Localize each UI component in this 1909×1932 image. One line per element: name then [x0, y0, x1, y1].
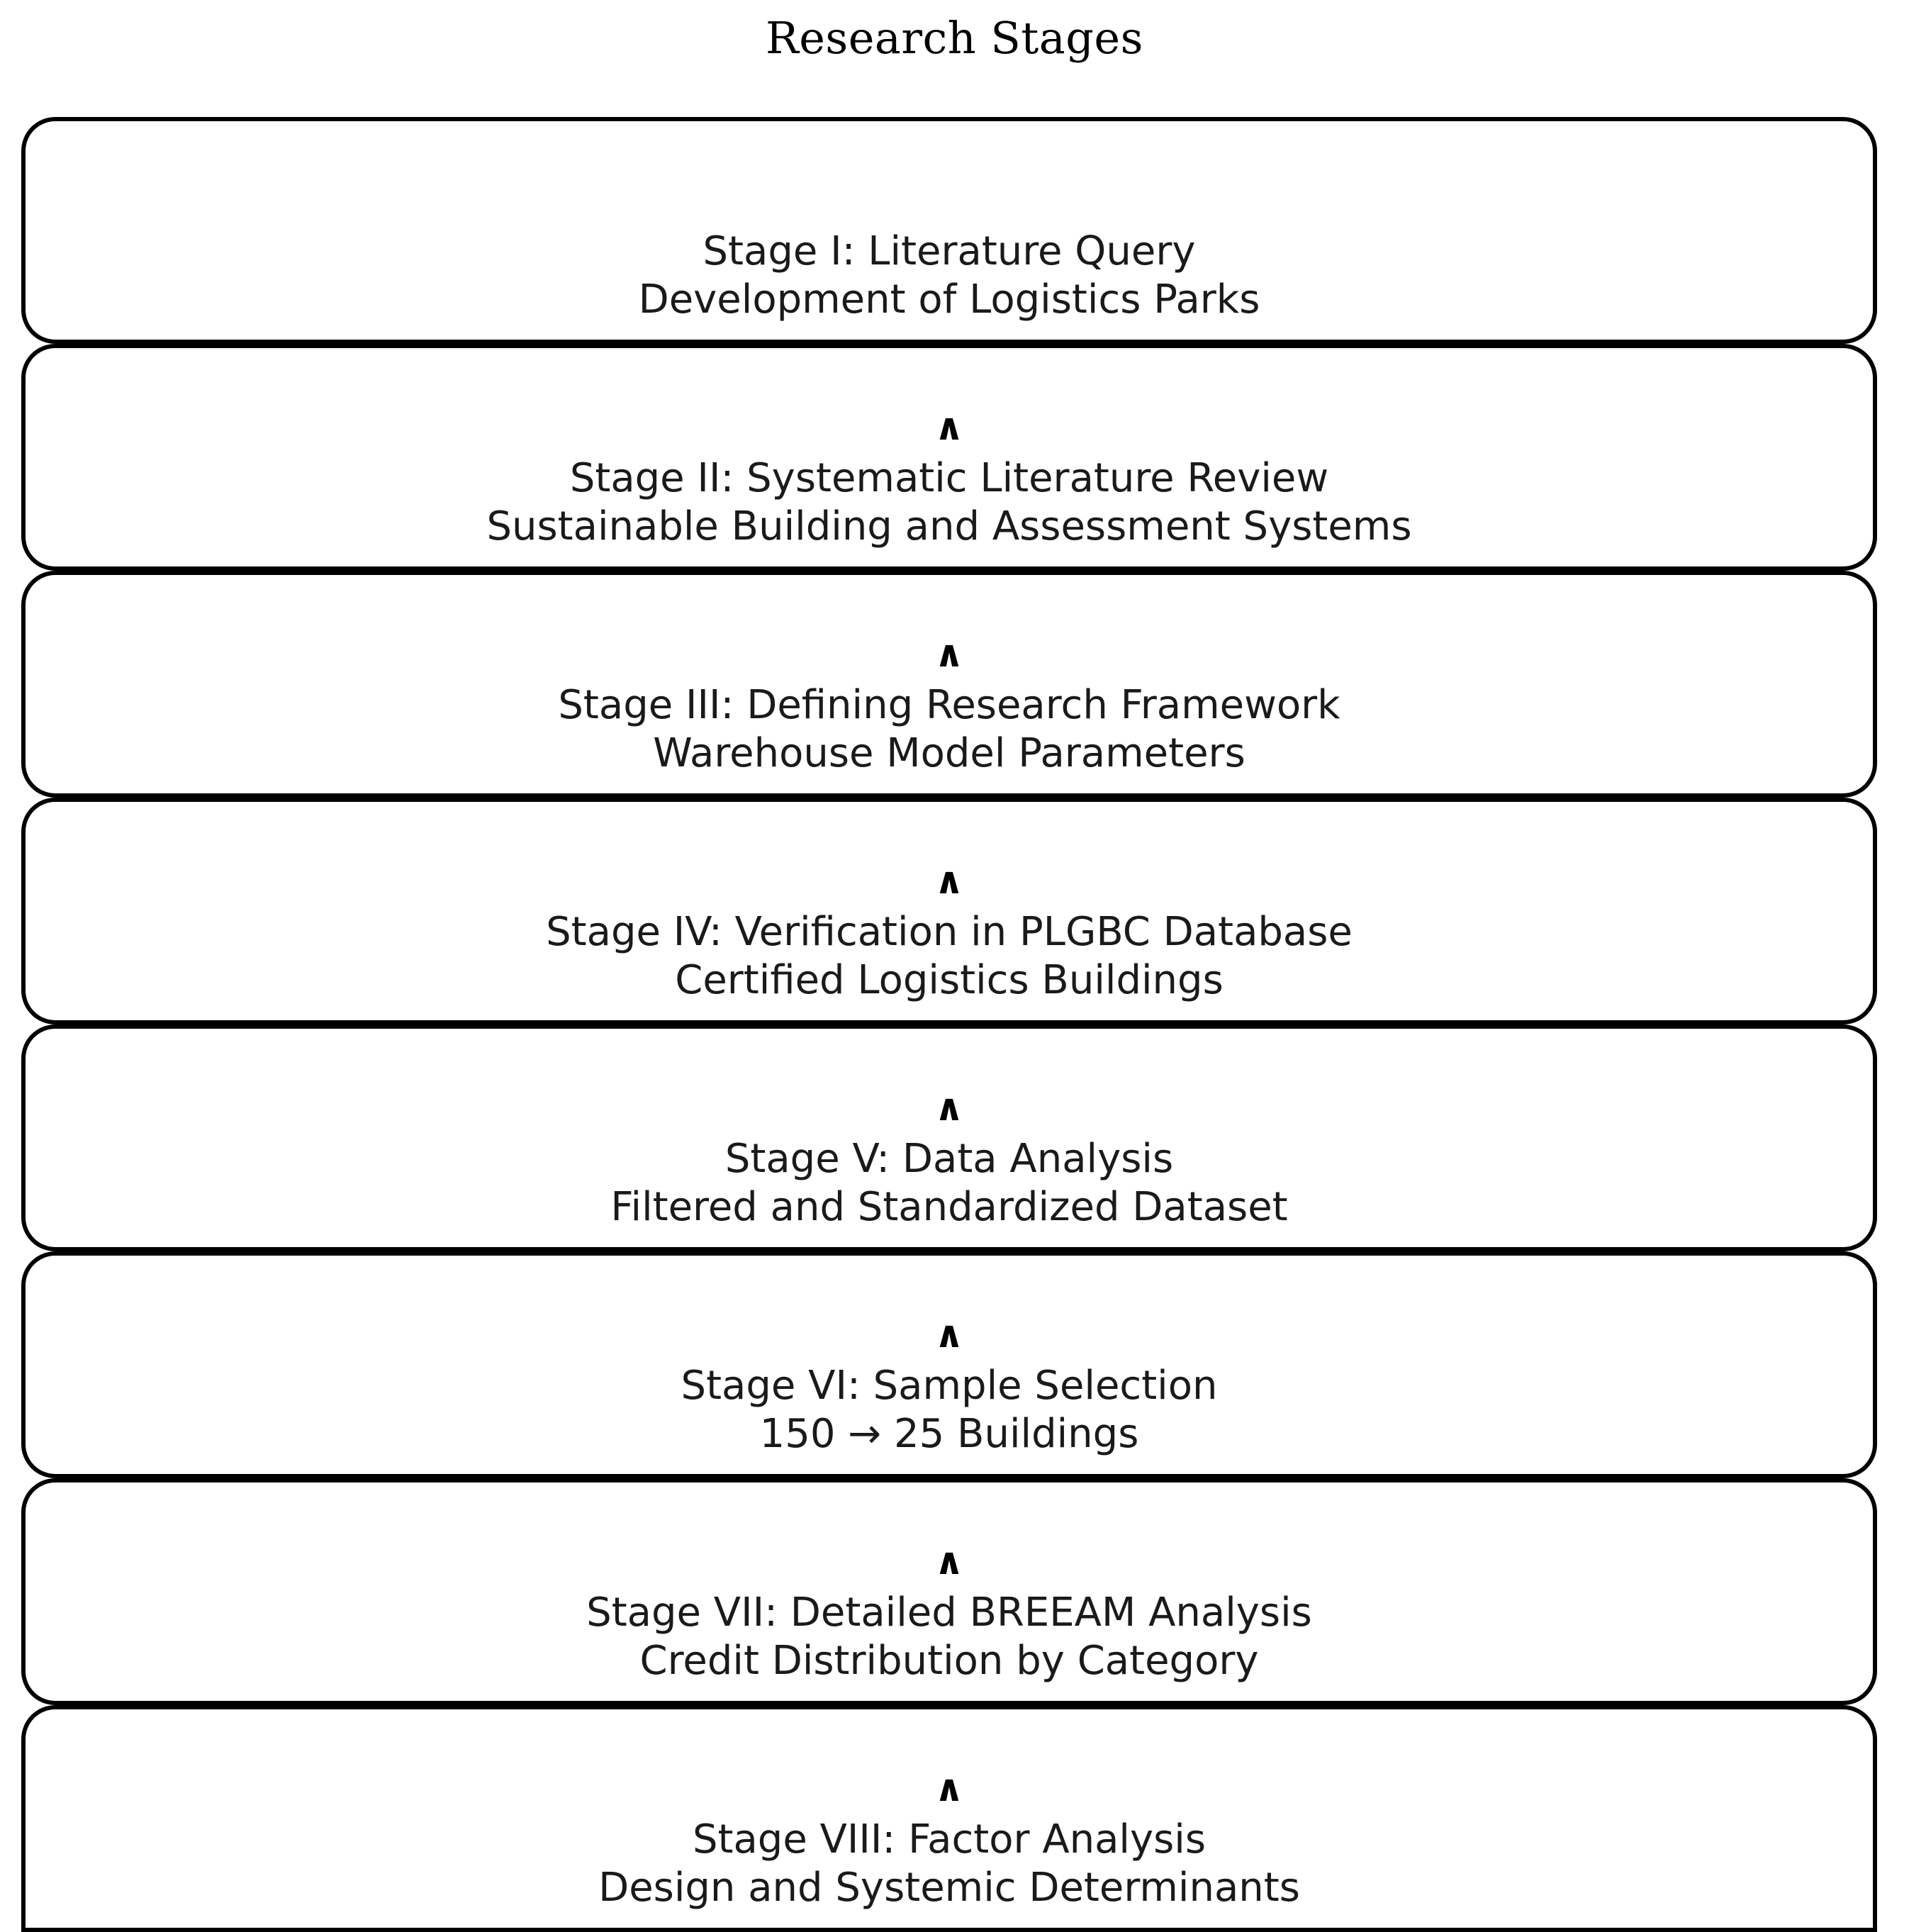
- stage-subtext-2: Sustainable Building and Assessment Syst…: [486, 503, 1412, 549]
- stage-heading-7: Stage VII: Detailed BREEAM Analysis: [586, 1590, 1312, 1636]
- stage-subtext-7: Credit Distribution by Category: [639, 1638, 1259, 1684]
- chevron-up-icon: ∧: [934, 406, 965, 449]
- stage-subtext-3: Warehouse Model Parameters: [653, 730, 1245, 776]
- stage-subtext-6: 150 → 25 Buildings: [759, 1411, 1139, 1457]
- stage-heading-2: Stage II: Systematic Literature Review: [569, 455, 1329, 501]
- stage-heading-4: Stage IV: Verification in PLGBC Database: [546, 909, 1353, 955]
- stage-heading-1: Stage I: Literature Query: [702, 228, 1196, 274]
- stage-box-4[interactable]: ∧ Stage IV: Verification in PLGBC Databas…: [21, 798, 1877, 1024]
- page-title: Research Stages: [766, 12, 1143, 64]
- chevron-up-icon: ∧: [934, 1768, 965, 1810]
- stage-subtext-5: Filtered and Standardized Dataset: [610, 1184, 1288, 1230]
- stage-heading-6: Stage VI: Sample Selection: [681, 1363, 1218, 1409]
- stage-heading-8: Stage VIII: Factor Analysis: [692, 1816, 1207, 1863]
- stage-heading-5: Stage V: Data Analysis: [724, 1136, 1174, 1182]
- stage-subtext-8: Design and Systemic Determinants: [598, 1865, 1300, 1911]
- chevron-up-icon: ∧: [934, 1314, 965, 1356]
- chevron-up-icon: ∧: [934, 1087, 965, 1129]
- chevron-up-icon: ∧: [934, 1541, 965, 1583]
- stage-heading-3: Stage III: Defining Research Framework: [558, 682, 1340, 728]
- chevron-up-icon: ∧: [934, 860, 965, 903]
- chevron-up-icon: ∧: [934, 633, 965, 676]
- stage-subtext-1: Development of Logistics Parks: [638, 277, 1260, 323]
- stage-subtext-4: Certified Logistics Buildings: [675, 957, 1224, 1003]
- stage-content-4: ∧ Stage IV: Verification in PLGBC Databas…: [26, 863, 1873, 1005]
